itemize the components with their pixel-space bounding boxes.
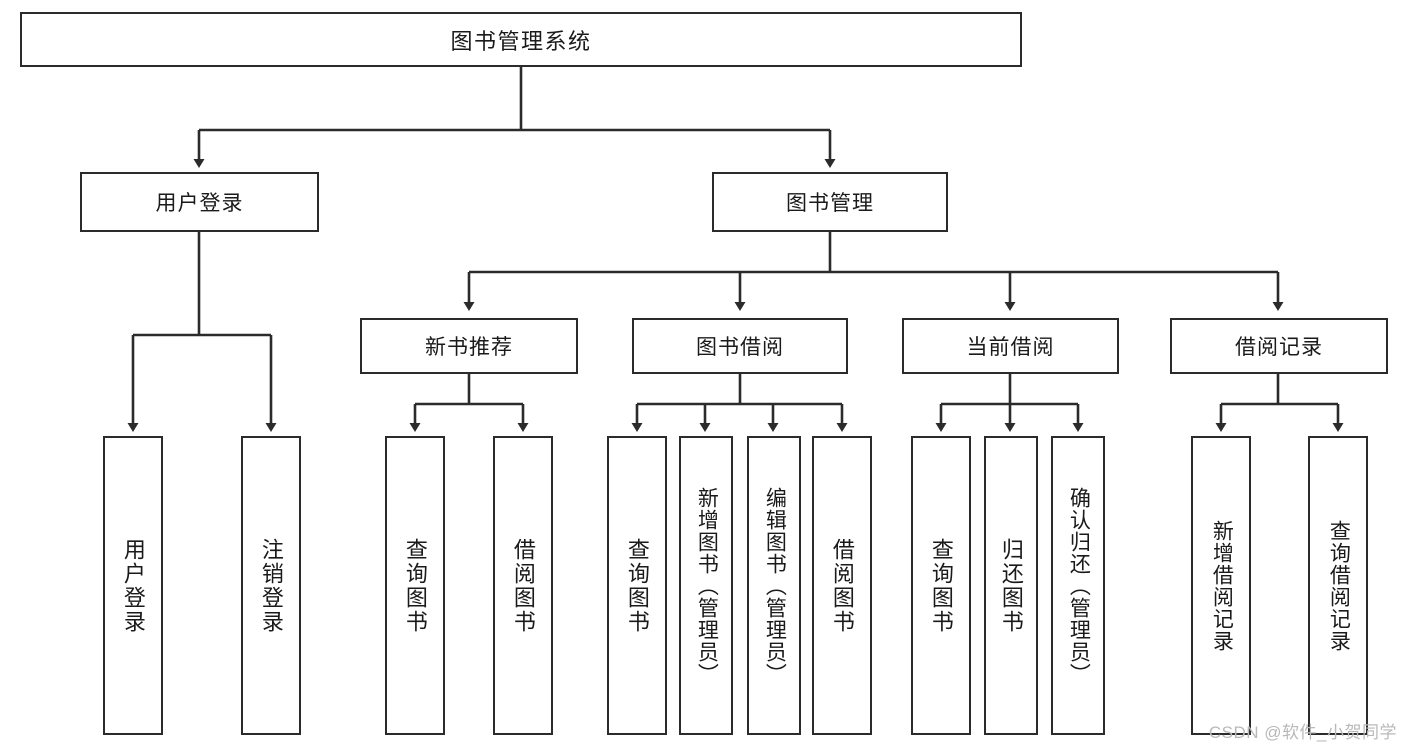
leaf-label: 借阅图书	[510, 537, 536, 634]
leaf-label: 新增图书（管理员）	[695, 486, 719, 685]
node-book-borrow[interactable]: 图书借阅	[632, 318, 848, 374]
node-label: 图书管理系统	[450, 28, 592, 54]
leaf-borrow-book[interactable]: 借阅图书	[812, 436, 872, 735]
leaf-add-book-admin[interactable]: 新增图书（管理员）	[679, 436, 733, 735]
node-label: 图书借阅	[696, 336, 784, 359]
leaf-add-borrow-record[interactable]: 新增借阅记录	[1191, 436, 1251, 735]
leaf-label: 用户登录	[120, 537, 146, 634]
leaf-query-book-new[interactable]: 查询图书	[385, 436, 445, 735]
node-current-borrow[interactable]: 当前借阅	[902, 318, 1119, 374]
node-root-system[interactable]: 图书管理系统	[20, 12, 1022, 67]
leaf-query-borrow-record[interactable]: 查询借阅记录	[1308, 436, 1368, 735]
node-label: 图书管理	[786, 192, 874, 215]
leaf-user-login[interactable]: 用户登录	[103, 436, 163, 735]
leaf-return-book[interactable]: 归还图书	[984, 436, 1038, 735]
leaf-query-book-current[interactable]: 查询图书	[911, 436, 971, 735]
leaf-borrow-book-new[interactable]: 借阅图书	[493, 436, 553, 735]
leaf-label: 编辑图书（管理员）	[763, 486, 787, 685]
leaf-query-book-borrow[interactable]: 查询图书	[607, 436, 667, 735]
node-borrow-record[interactable]: 借阅记录	[1170, 318, 1388, 374]
leaf-label: 新增借阅记录	[1210, 519, 1234, 652]
leaf-label: 注销登录	[258, 537, 284, 634]
leaf-label: 查询图书	[928, 537, 954, 634]
node-user-login[interactable]: 用户登录	[80, 172, 319, 232]
leaf-label: 归还图书	[998, 537, 1024, 634]
node-label: 当前借阅	[966, 336, 1055, 359]
node-book-management[interactable]: 图书管理	[712, 172, 948, 232]
leaf-label: 查询借阅记录	[1327, 519, 1351, 652]
leaf-confirm-return-admin[interactable]: 确认归还（管理员）	[1051, 436, 1105, 735]
leaf-edit-book-admin[interactable]: 编辑图书（管理员）	[747, 436, 801, 735]
watermark: CSDN @软件_小贺同学	[1208, 723, 1397, 742]
leaf-label: 借阅图书	[829, 537, 855, 634]
leaf-label: 确认归还（管理员）	[1067, 486, 1091, 685]
leaf-logout[interactable]: 注销登录	[241, 436, 301, 735]
leaf-label: 查询图书	[624, 537, 650, 634]
node-new-book-recommend[interactable]: 新书推荐	[360, 318, 578, 374]
node-label: 新书推荐	[425, 336, 513, 359]
node-label: 借阅记录	[1235, 336, 1323, 359]
node-label: 用户登录	[155, 192, 244, 215]
leaf-label: 查询图书	[402, 537, 428, 634]
